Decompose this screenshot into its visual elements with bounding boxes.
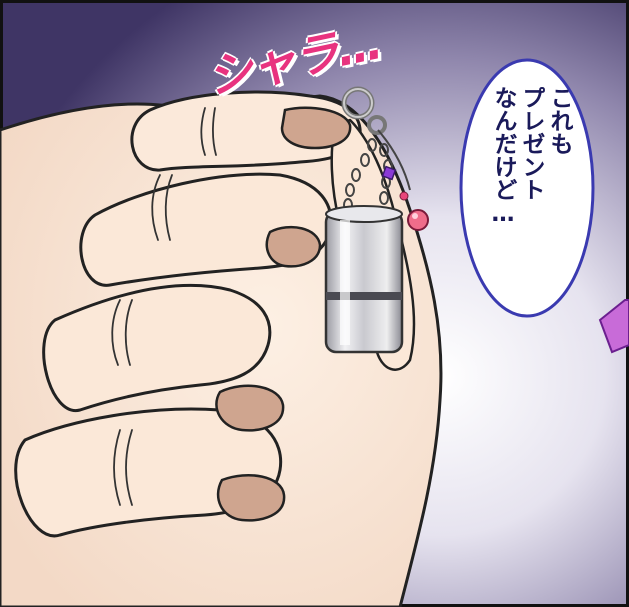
nail-index (280, 106, 352, 150)
chain (343, 129, 411, 212)
knuckle-lines (111, 107, 217, 506)
pink-bead (407, 209, 429, 231)
charm-cylinder (324, 210, 404, 354)
nails (215, 106, 352, 522)
cylinder-charm (324, 86, 429, 354)
nail-ring (215, 384, 285, 432)
speech-line-2: プレゼント (518, 86, 544, 201)
purple-bead (381, 165, 397, 181)
sfx-fragment-right (598, 299, 629, 354)
speech-text: これも プレゼント なんだけど… (483, 86, 573, 276)
nail-little (216, 473, 286, 522)
charm-ring-small (367, 115, 387, 135)
pink-bead-small (399, 191, 409, 201)
speech-line-1: これも (546, 86, 572, 155)
speech-line-3: なんだけど… (490, 86, 516, 227)
speech-bubble (459, 58, 595, 318)
nail-middle (265, 225, 322, 268)
